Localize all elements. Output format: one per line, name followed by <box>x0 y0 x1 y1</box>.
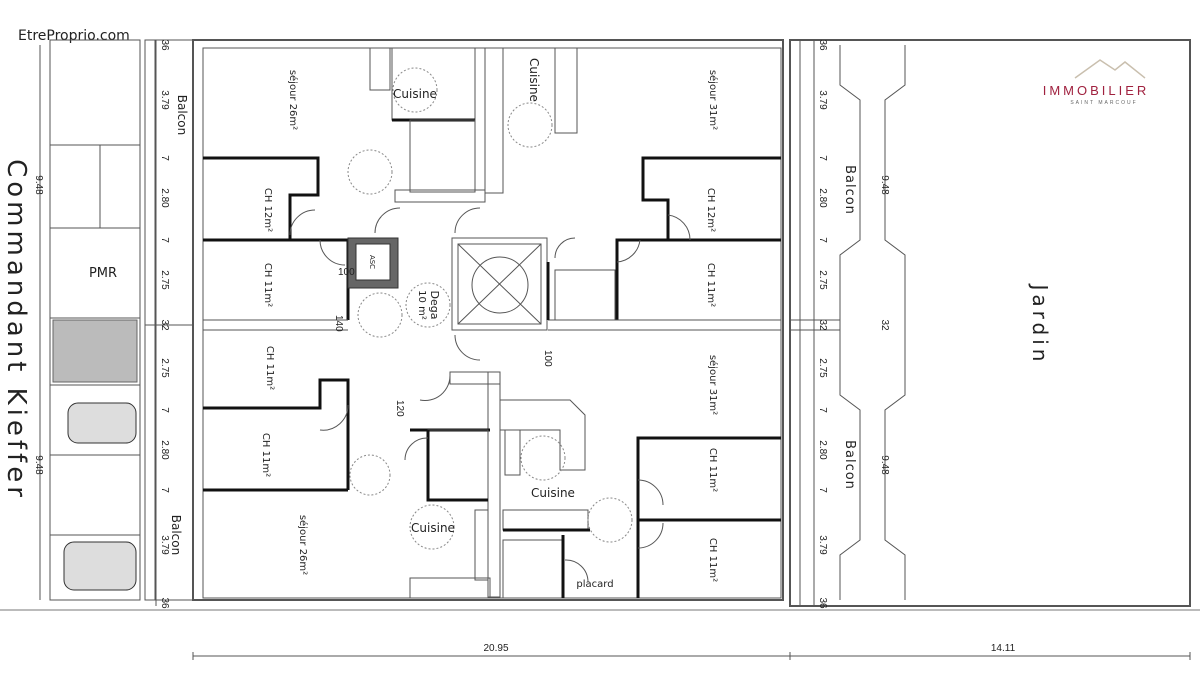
balcony-label: Balcon <box>842 440 857 490</box>
room-label: séjour 26m² <box>287 70 299 130</box>
room-label: séjour 31m² <box>707 70 719 130</box>
dim-label: 3.79 <box>159 535 170 555</box>
room-label: CH 11m² <box>262 263 273 307</box>
dimension-column-right: 36 3.79 7 2.80 7 2.75 32 2.75 7 2.80 7 3.79 36 <box>813 39 828 609</box>
dim-label: 9.48 <box>879 175 890 195</box>
dim-label: 32 <box>159 319 170 331</box>
dim-label: 9.48 <box>33 455 44 475</box>
garden-label: Jardin <box>1028 283 1052 366</box>
dim-label: 32 <box>879 319 890 331</box>
dim-label: 7 <box>159 155 170 161</box>
room-area: 10 m² <box>416 290 427 320</box>
room-label-kitchen: Cuisine <box>531 486 575 500</box>
street-strip <box>0 39 1200 611</box>
room-label: CH 12m² <box>705 188 716 232</box>
car-icon <box>63 541 137 591</box>
room-label: séjour 31m² <box>707 355 719 415</box>
room-label-kitchen: Cuisine <box>527 58 541 102</box>
dim-label: 7 <box>817 487 828 493</box>
balcony-label: Balcon <box>842 165 857 215</box>
watermark: EtreProprio.com <box>18 28 130 44</box>
right-balcony <box>789 39 1191 607</box>
dim-label: 3.79 <box>159 90 170 110</box>
room-label-kitchen: Cuisine <box>393 87 437 101</box>
dim-label: 20.95 <box>483 643 508 654</box>
dimension-column-left: 36 3.79 7 2.80 7 2.75 32 2.75 7 2.80 7 3.79 36 <box>155 39 170 609</box>
dim-label: 2.75 <box>817 270 828 290</box>
paving-pattern <box>52 319 138 383</box>
dim-label: 3.79 <box>817 535 828 555</box>
room-label: CH 11m² <box>707 538 718 582</box>
dim-label: 2.80 <box>159 188 170 208</box>
bottom-dimensions <box>192 652 1191 660</box>
dim-label: 2.75 <box>159 270 170 290</box>
roof-icon <box>1074 59 1146 79</box>
balcony-label: Balcon <box>169 515 183 555</box>
dim-label: 2.80 <box>817 440 828 460</box>
room-label: placard <box>576 579 613 590</box>
dim-label: 140 <box>333 315 344 332</box>
dim-label: 2.75 <box>159 358 170 378</box>
pmr-label: PMR <box>89 266 117 281</box>
dim-label: 2.75 <box>817 358 828 378</box>
dim-label: 36 <box>159 39 170 51</box>
room-label: CH 11m² <box>260 433 271 477</box>
room-label-kitchen: Cuisine <box>411 521 455 535</box>
dim-label: 100 <box>338 267 355 278</box>
dim-label: 7 <box>159 407 170 413</box>
dim-label: 14.11 <box>991 643 1016 654</box>
dim-label: 7 <box>817 237 828 243</box>
dim-label: 32 <box>817 319 828 331</box>
dim-label: 7 <box>159 237 170 243</box>
dim-label: 9.48 <box>33 175 44 195</box>
room-label: CH 12m² <box>262 188 273 232</box>
dim-label: 7 <box>817 407 828 413</box>
dim-label: 7 <box>817 155 828 161</box>
room-label: CH 11m² <box>264 346 275 390</box>
dim-label: 36 <box>817 39 828 51</box>
dim-label: 100 <box>542 350 553 367</box>
car-icon <box>67 402 137 444</box>
logo-name: IMMOBILIER <box>1043 83 1150 98</box>
dim-label: 2.80 <box>159 440 170 460</box>
building <box>192 39 784 601</box>
room-label: CH 11m² <box>705 263 716 307</box>
dim-label: 7 <box>159 487 170 493</box>
logo: IMMOBILIER SAINT MARCOUF <box>1043 59 1150 106</box>
balcony-label: Balcon <box>175 95 189 135</box>
dim-label: 36 <box>159 597 170 609</box>
street-name: Commandant Kieffer <box>1 159 31 501</box>
room-label: CH 11m² <box>707 448 718 492</box>
logo-sub: SAINT MARCOUF <box>1070 100 1137 106</box>
room-label: Dega <box>428 291 441 320</box>
elevator-label: ASC <box>368 255 376 269</box>
dim-label: 9.48 <box>879 455 890 475</box>
dim-label: 2.80 <box>817 188 828 208</box>
dim-label: 3.79 <box>817 90 828 110</box>
dim-label: 36 <box>817 597 828 609</box>
dim-label: 120 <box>394 400 405 417</box>
room-label: séjour 26m² <box>297 515 309 575</box>
